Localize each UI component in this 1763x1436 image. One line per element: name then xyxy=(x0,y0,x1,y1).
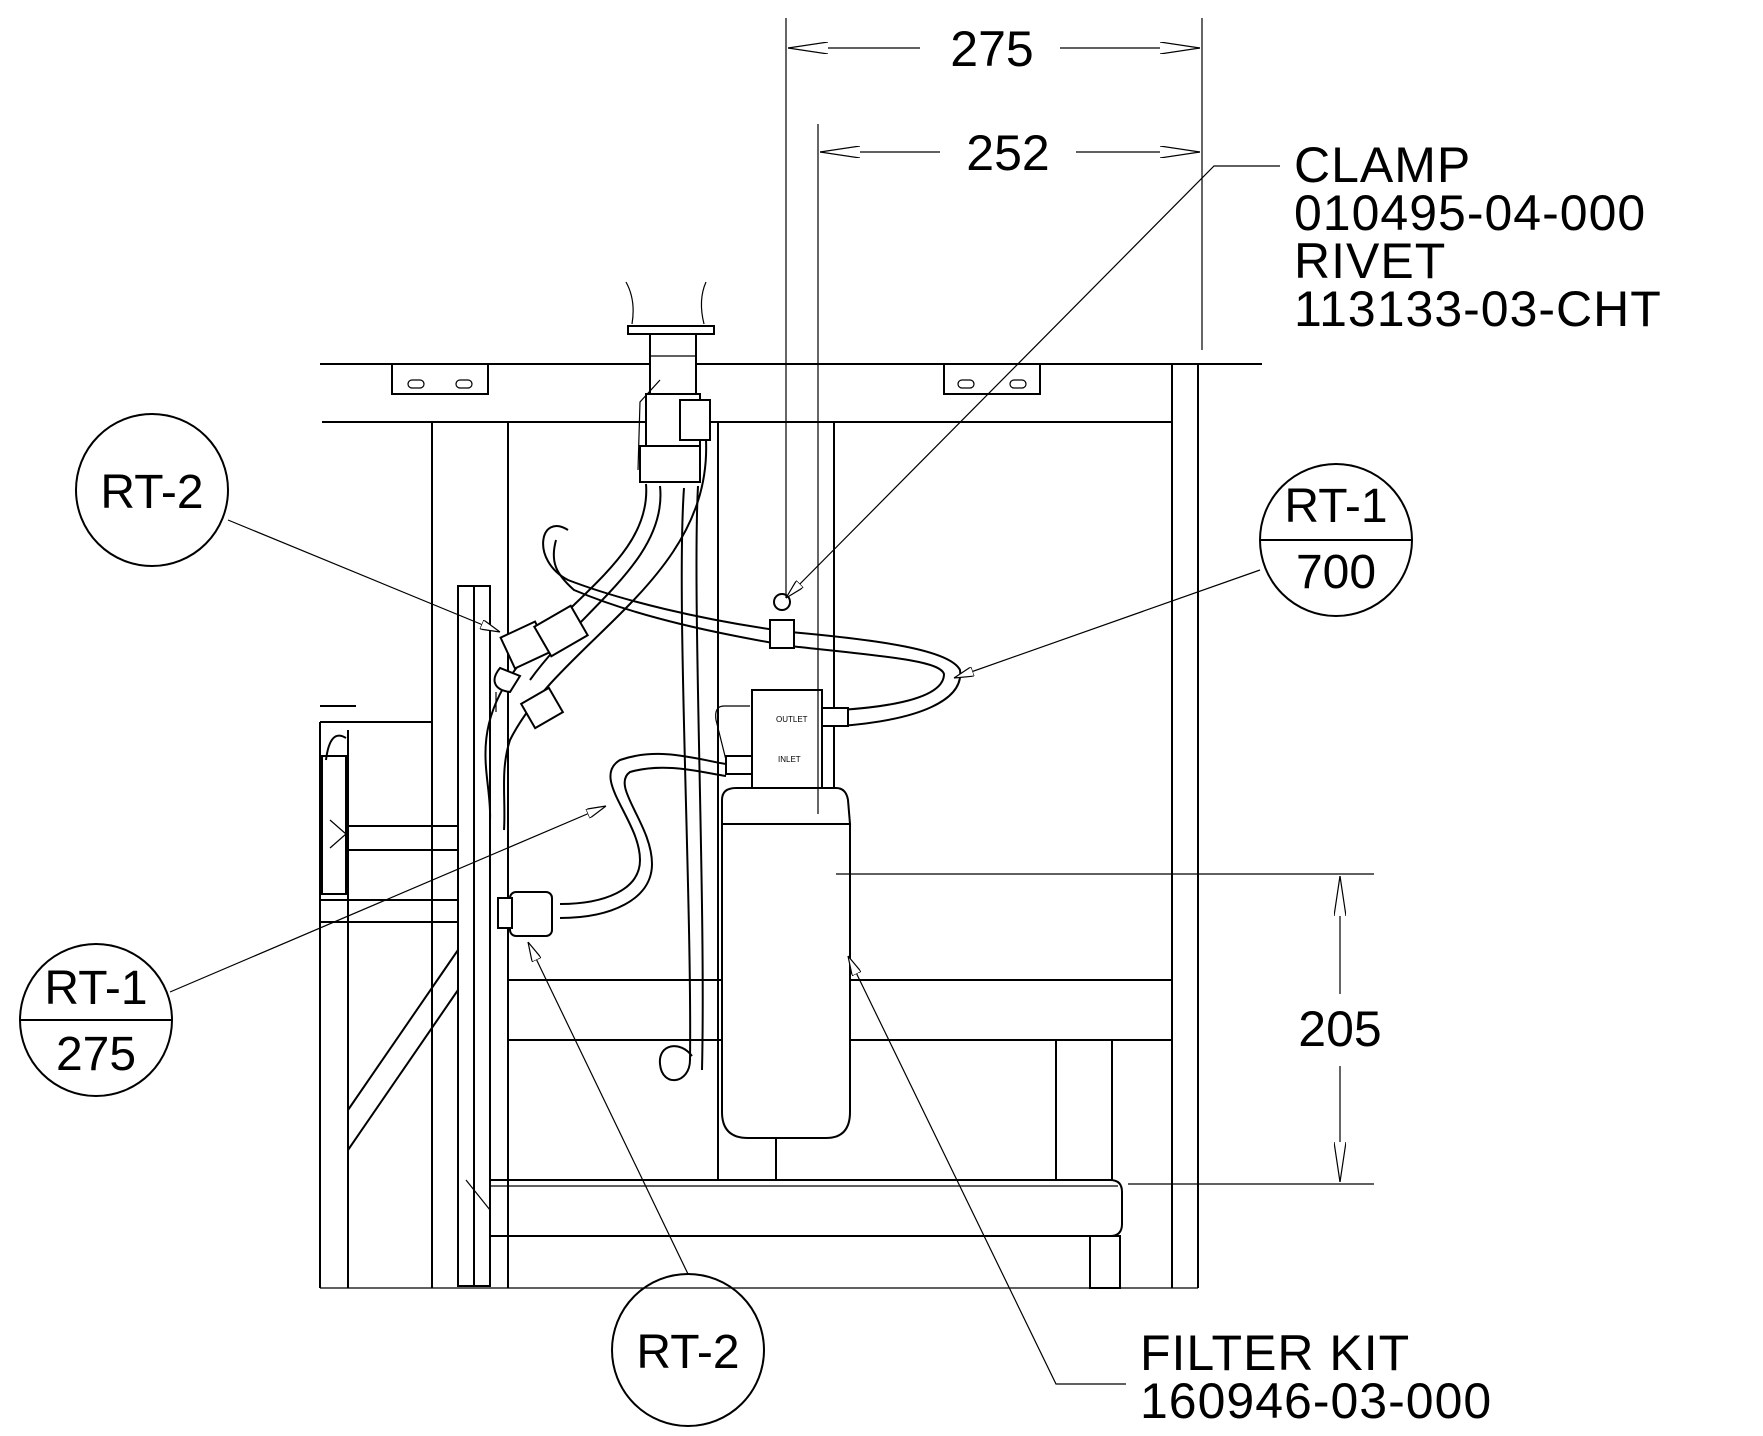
bubble-rt2-lower-text: RT-2 xyxy=(636,1326,739,1379)
bubble-rt1-right: RT-1 700 xyxy=(1259,463,1413,617)
dimension-252: 252 xyxy=(966,125,1049,181)
clamp xyxy=(769,593,795,649)
bubble-rt1-right-bottom: 700 xyxy=(1296,546,1376,599)
clamp-label: CLAMP xyxy=(1294,137,1471,193)
clamp-part-number: 010495-04-000 xyxy=(1294,185,1646,241)
clamp-callout: CLAMP 010495-04-000 RIVET 113133-03-CHT xyxy=(1294,137,1662,337)
leader-lines xyxy=(169,165,1280,1385)
inlet-label: INLET xyxy=(778,755,801,764)
dimension-205: 205 xyxy=(1298,1001,1381,1057)
outlet-label: OUTLET xyxy=(776,715,808,724)
bubble-rt1-left-top: RT-1 xyxy=(44,962,147,1015)
dimension-275: 275 xyxy=(950,21,1033,77)
bubble-rt1-right-top: RT-1 xyxy=(1284,480,1387,533)
bubble-rt2-upper: RT-2 xyxy=(75,413,229,567)
bubble-rt1-left-bottom: 275 xyxy=(56,1028,136,1081)
faucet-assembly xyxy=(625,281,715,483)
filter-kit-label: FILTER KIT xyxy=(1140,1325,1410,1381)
dimension-lines xyxy=(785,18,1374,1185)
filter-kit-part-number: 160946-03-000 xyxy=(1140,1373,1492,1429)
filter-kit-callout: FILTER KIT 160946-03-000 xyxy=(1140,1325,1492,1429)
bubble-rt2-upper-text: RT-2 xyxy=(100,466,203,519)
rivet-label: RIVET xyxy=(1294,233,1446,289)
bubble-rt1-left: RT-1 275 xyxy=(19,943,173,1097)
frame xyxy=(319,363,1262,1289)
filter-unit: OUTLET INLET xyxy=(715,689,852,1139)
rivet-part-number: 113133-03-CHT xyxy=(1294,281,1662,337)
bubble-rt2-lower: RT-2 xyxy=(611,1273,765,1427)
hoses xyxy=(484,439,962,1082)
